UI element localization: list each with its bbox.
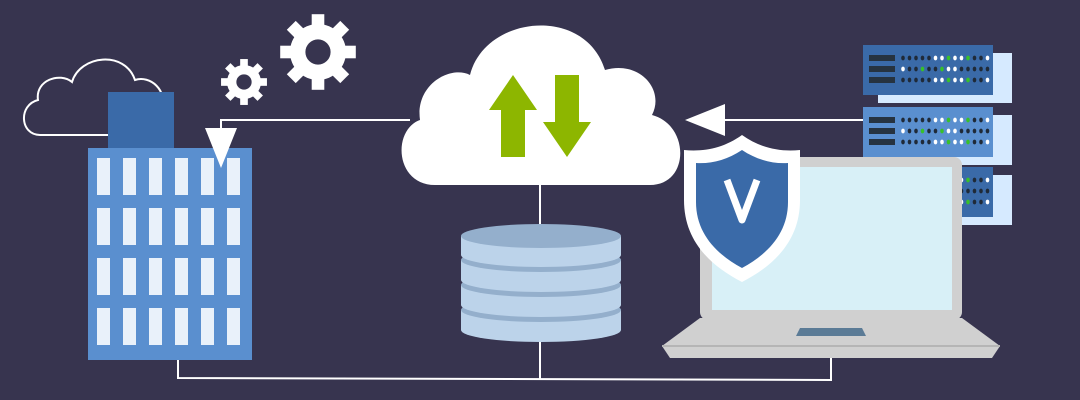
gear-icon [221,59,267,105]
building-window [227,158,240,195]
building-window [123,308,136,345]
server-unit [863,107,1012,165]
building-window [149,158,162,195]
building-window [97,208,110,245]
building-window [227,308,240,345]
building-window [175,208,188,245]
building-window [149,308,162,345]
office-building-icon [88,92,252,360]
cloud-to-building-line [220,119,410,150]
cloud-sync-icon [401,25,681,185]
database-icon [461,224,621,342]
building-window [123,158,136,195]
building-window [97,158,110,195]
building-window [175,158,188,195]
arrowhead-down-icon [205,128,237,168]
building-window [97,308,110,345]
upload-arrow-icon [489,75,537,157]
outline-cloud-icon [23,58,165,136]
security-shield-icon [684,135,800,282]
arrowhead-left-icon [685,104,725,136]
building-window [201,158,214,195]
building-window [149,208,162,245]
download-arrow-icon [543,75,591,157]
server-unit [863,45,1012,103]
building-window [123,258,136,295]
building-window [227,258,240,295]
building-window [201,208,214,245]
building-window [175,258,188,295]
gear-icon [280,14,356,90]
building-window [227,208,240,245]
building-window [123,208,136,245]
bottom-network-line [177,355,832,382]
building-window [201,308,214,345]
building-window [97,258,110,295]
building-window [149,258,162,295]
building-window [201,258,214,295]
building-window [175,308,188,345]
